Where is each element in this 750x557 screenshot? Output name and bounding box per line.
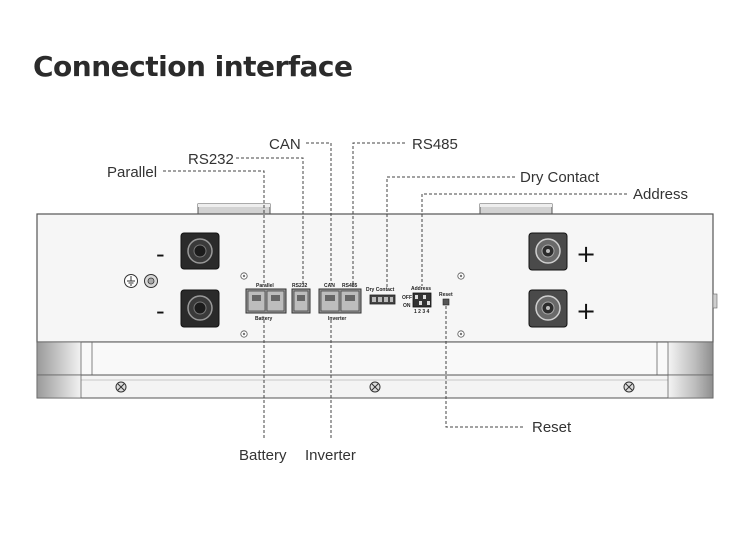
screw-icon <box>115 381 127 393</box>
panel-label-inverter: Inverter <box>328 316 346 322</box>
panel-label-dry-contact: Dry Contact <box>366 287 395 293</box>
negative-sign-top: - <box>156 240 165 268</box>
ground-screw-icon <box>144 274 158 288</box>
panel-label-dip-numbers: 1 2 3 4 <box>414 309 430 315</box>
reset-button[interactable] <box>442 298 450 306</box>
callout-reset: Reset <box>532 419 572 436</box>
panel-screw-icon <box>240 272 248 280</box>
address-dip-switch[interactable] <box>412 292 432 308</box>
positive-terminal-top[interactable] <box>528 232 568 271</box>
callout-can: CAN <box>269 136 301 153</box>
leader-lines <box>163 142 627 440</box>
panel-label-can: CAN <box>324 283 335 289</box>
top-handle-left <box>197 203 271 216</box>
screw-icon <box>369 381 381 393</box>
positive-sign-top: + <box>576 240 596 268</box>
inverter-port[interactable] <box>318 288 362 314</box>
negative-sign-bottom: - <box>156 297 165 325</box>
battery-parallel-port[interactable] <box>245 288 287 314</box>
callout-address: Address <box>633 186 688 203</box>
panel-screw-icon <box>457 330 465 338</box>
panel-label-reset: Reset <box>439 292 453 298</box>
panel-label-parallel: Parallel <box>256 283 274 289</box>
callout-dry-contact: Dry Contact <box>520 169 600 186</box>
panel-label-rs485: RS485 <box>342 283 358 289</box>
panel-label-battery: Battery <box>255 316 272 322</box>
panel-label-address: Address <box>411 286 431 292</box>
positive-sign-bottom: + <box>576 297 596 325</box>
top-handle-right <box>479 203 553 216</box>
positive-terminal-bottom[interactable] <box>528 289 568 328</box>
negative-terminal-top[interactable] <box>180 232 220 270</box>
panel-label-off: OFF <box>402 295 412 301</box>
panel-screw-icon <box>457 272 465 280</box>
callout-battery: Battery <box>239 447 287 464</box>
ground-icon <box>124 274 138 288</box>
panel-label-rs232: RS232 <box>292 283 308 289</box>
negative-terminal-bottom[interactable] <box>180 289 220 328</box>
callout-rs232: RS232 <box>188 151 234 168</box>
dry-contact-terminal[interactable] <box>369 294 396 305</box>
callout-rs485: RS485 <box>412 136 458 153</box>
callout-inverter: Inverter <box>305 447 356 464</box>
rs232-port[interactable] <box>291 288 311 314</box>
callout-parallel: Parallel <box>107 164 157 181</box>
screw-icon <box>623 381 635 393</box>
front-panel <box>36 213 718 343</box>
panel-screw-icon <box>240 330 248 338</box>
panel-label-on: ON <box>403 303 411 309</box>
page-title: Connection interface <box>33 50 353 83</box>
